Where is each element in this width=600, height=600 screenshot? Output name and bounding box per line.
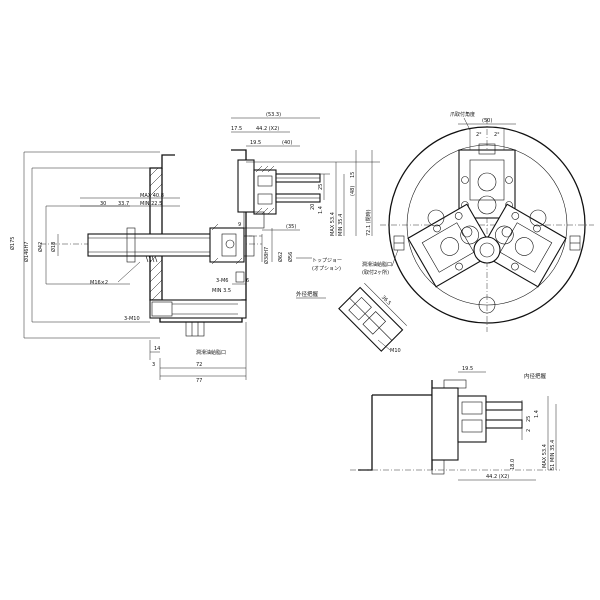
inner-dim-min35-4: 51 MIN 35.4 bbox=[550, 440, 556, 470]
end-angle-left: 2° bbox=[476, 132, 482, 138]
dim-9: 9 bbox=[238, 222, 241, 228]
jaw-serration bbox=[255, 165, 275, 215]
dim-max53-4: MAX 53.4 bbox=[330, 212, 336, 236]
dim-35: (35) bbox=[286, 224, 296, 230]
dim-3-m10: 3-M10 bbox=[124, 316, 140, 322]
dim-min3-5: MIN 3.5 bbox=[212, 288, 231, 294]
dim-72: 72 bbox=[196, 362, 202, 368]
inner-dim-19-5: 19.5 bbox=[462, 366, 473, 372]
dim-d146h7: Ø146H7 bbox=[23, 242, 30, 262]
dim-d56: Ø56 bbox=[287, 252, 294, 262]
inner-dim-18: 18.0 bbox=[510, 459, 516, 470]
inner-dim-2: 2 bbox=[526, 429, 532, 432]
dim-max40-8: MAX 40.8 bbox=[140, 193, 164, 199]
dim-6: 6 bbox=[246, 278, 249, 284]
inner-dim-1-4: 1.4 bbox=[534, 410, 540, 418]
dim-25: 25 bbox=[318, 184, 324, 190]
body-hatching bbox=[149, 167, 163, 301]
dim-min22-5: MIN 22.5 bbox=[140, 201, 162, 207]
dim-3: 3 bbox=[152, 362, 155, 368]
dim-44-2-x2: 44.2 (X2) bbox=[256, 126, 279, 132]
inner-dim-44-2-x2: 44.2 (X2) bbox=[486, 474, 509, 480]
dim-1-4: 1.4 bbox=[318, 206, 324, 214]
dim-77: 77 bbox=[196, 378, 202, 384]
dim-53-3: (53.3) bbox=[266, 112, 281, 118]
detail-dim-36-5: 36.5 bbox=[380, 295, 392, 307]
detail-label-m10: M10 bbox=[390, 348, 401, 354]
front-section-view: Ø175 Ø146H7 Ø42 Ø18 30 33.7 MAX 40.8 MIN… bbox=[9, 112, 380, 384]
note-gripping-outer: 外径把握 bbox=[296, 290, 319, 298]
inner-dim-max53-4: MAX 53.4 bbox=[542, 444, 548, 468]
end-note-grease-sub: (取付2ヶ所) bbox=[362, 269, 389, 276]
note-top-jaw: トップジョー bbox=[312, 258, 342, 264]
inner-title: 内径把握 bbox=[524, 372, 547, 380]
thread-marks bbox=[145, 255, 158, 263]
dim-d38h7: Ø38H7 bbox=[263, 247, 270, 264]
dim-20: 20 bbox=[310, 204, 316, 210]
dim-d175: Ø175 bbox=[9, 237, 16, 250]
dim-17-5: 17.5 bbox=[231, 126, 242, 132]
dim-15: 15 bbox=[350, 172, 356, 178]
dim-d42: Ø42 bbox=[37, 242, 44, 252]
end-note-angle: 爪取付角度 bbox=[450, 111, 475, 118]
dim-40: (40) bbox=[282, 140, 292, 146]
end-angle-right: 2° bbox=[494, 132, 500, 138]
dim-33-7: 33.7 bbox=[118, 201, 129, 207]
dim-48: (48) bbox=[350, 186, 356, 196]
end-view: (50) 2° 2° 爪取付角度 潤滑油給脂口 (取付2ヶ所) bbox=[362, 111, 594, 332]
dim-min35-4: MIN 35.4 bbox=[338, 214, 344, 236]
dim-30: 30 bbox=[100, 201, 106, 207]
inner-dim-25: 25 bbox=[526, 416, 532, 422]
dim-3-m6: 3-M6 bbox=[216, 278, 228, 284]
inner-grip-view: 19.5 内径把握 44.2 (X2) 25 1.4 2 MAX 53.4 51… bbox=[350, 366, 560, 481]
dim-14: 14 bbox=[154, 346, 160, 352]
label-m16x2: M16×2 bbox=[90, 280, 108, 286]
dim-d62: Ø62 bbox=[277, 252, 284, 262]
jaw-lower-right bbox=[478, 203, 567, 288]
note-lube-port: 潤滑油給脂口 bbox=[196, 349, 226, 356]
end-dim-50: (50) bbox=[482, 118, 492, 124]
jaw-detail-view: 36.5 bbox=[338, 283, 407, 352]
dim-d18: Ø18 bbox=[50, 242, 57, 252]
note-option: (オプション) bbox=[312, 266, 341, 272]
end-note-grease: 潤滑油給脂口 bbox=[362, 261, 392, 268]
dim-19-5: 19.5 bbox=[250, 140, 261, 146]
dim-72-1: 72.1 (閉時) bbox=[366, 209, 372, 236]
jaw-lower-left bbox=[407, 203, 496, 288]
